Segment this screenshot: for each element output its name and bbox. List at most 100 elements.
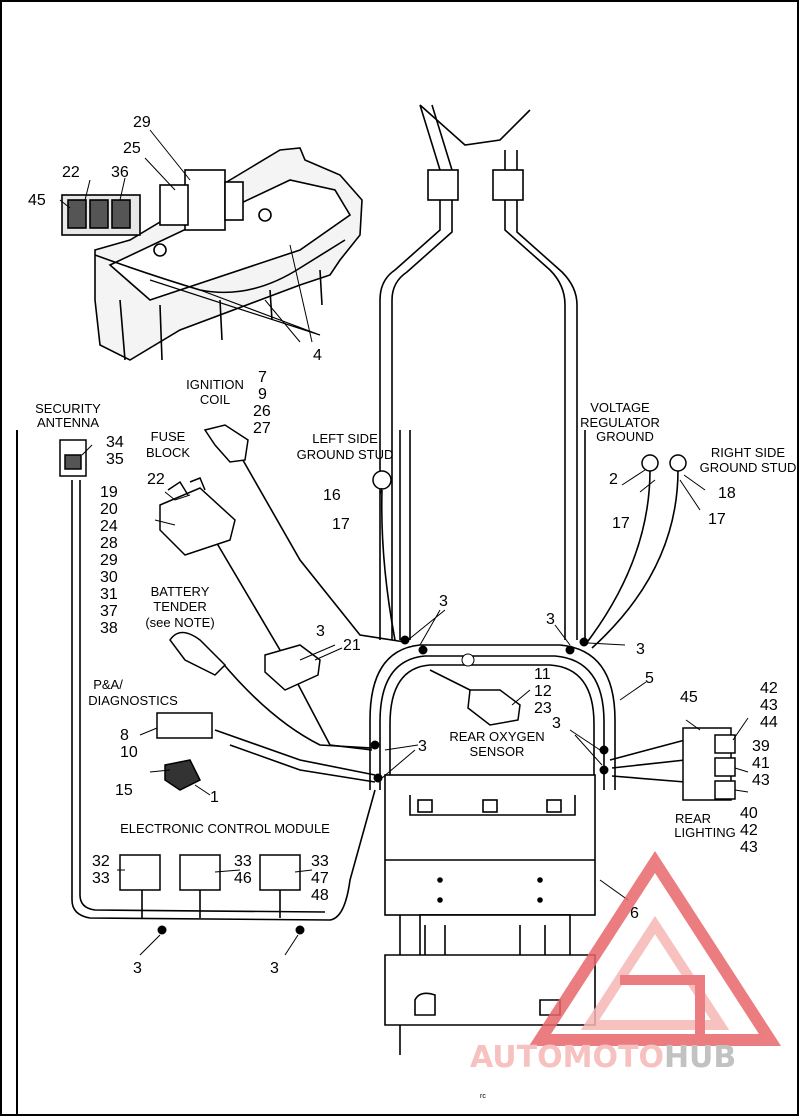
security-antenna-label-1: SECURITY bbox=[35, 401, 101, 416]
callout-10: 10 bbox=[120, 744, 138, 761]
rear-frame bbox=[384, 774, 596, 1026]
watermark: AUTOMOTOHUB bbox=[470, 850, 782, 1075]
labels: IGNITION COIL SECURITY ANTENNA FUSE BLOC… bbox=[35, 377, 796, 840]
callout-43c: 43 bbox=[740, 839, 758, 856]
fuse-block-label-2: BLOCK bbox=[146, 445, 190, 460]
rear-lighting-label-2: LIGHTING bbox=[674, 825, 735, 840]
callout-3-left-low: 3 bbox=[418, 738, 427, 755]
callout-45b: 45 bbox=[680, 689, 698, 706]
callout-2: 2 bbox=[609, 471, 618, 488]
right-ground-terminal-b bbox=[669, 454, 687, 472]
callout-36: 36 bbox=[111, 164, 129, 181]
callout-3-top-left: 3 bbox=[439, 593, 448, 610]
callout-1: 1 bbox=[210, 789, 219, 806]
left-ground-label-2: GROUND STUD bbox=[297, 447, 394, 462]
ignition-coil-connector bbox=[203, 424, 249, 463]
callout-28: 28 bbox=[100, 535, 118, 552]
callout-15: 15 bbox=[115, 782, 133, 799]
callout-33c: 33 bbox=[311, 853, 329, 870]
callout-3-top-right-a: 3 bbox=[546, 611, 555, 628]
callout-17c: 17 bbox=[708, 511, 726, 528]
callout-41: 41 bbox=[752, 755, 770, 772]
callout-35: 35 bbox=[106, 451, 124, 468]
pa-diagnostics-label-2: DIAGNOSTICS bbox=[88, 693, 178, 708]
callout-17a: 17 bbox=[332, 516, 350, 533]
callout-3-right: 3 bbox=[552, 715, 561, 732]
callout-12: 12 bbox=[534, 683, 552, 700]
callout-42b: 42 bbox=[740, 822, 758, 839]
callout-30: 30 bbox=[100, 569, 118, 586]
battery-tender-label-3: (see NOTE) bbox=[145, 615, 214, 630]
ignition-coil-label-1: IGNITION bbox=[186, 377, 244, 392]
footer-mark: rc bbox=[480, 1093, 486, 1100]
rear-oxygen-label-2: SENSOR bbox=[470, 744, 525, 759]
callout-5: 5 bbox=[645, 670, 654, 687]
callout-3-top-right-b: 3 bbox=[636, 641, 645, 658]
leader-lines bbox=[81, 244, 749, 956]
callout-34: 34 bbox=[106, 434, 124, 451]
watermark-logo-outer bbox=[528, 850, 782, 1046]
left-ground-label-1: LEFT SIDE bbox=[312, 431, 378, 446]
fuse-block-inset bbox=[59, 129, 363, 361]
right-ground-terminal-a bbox=[641, 454, 659, 472]
callout-3-bottom-left: 3 bbox=[133, 960, 142, 977]
callout-27: 27 bbox=[253, 420, 271, 437]
pa-diagnostics-label-1: P&A/ bbox=[93, 677, 123, 692]
callout-9: 9 bbox=[258, 386, 267, 403]
voltage-regulator-label-3: GROUND bbox=[596, 429, 654, 444]
callout-19: 19 bbox=[100, 484, 118, 501]
security-antenna-label-2: ANTENNA bbox=[37, 415, 99, 430]
callout-43b: 43 bbox=[752, 772, 770, 789]
callout-8: 8 bbox=[120, 727, 129, 744]
voltage-regulator-label-1: VOLTAGE bbox=[590, 400, 650, 415]
fuse-block-label-1: FUSE bbox=[151, 429, 186, 444]
rear-lighting-label-1: REAR bbox=[675, 811, 711, 826]
left-ground-terminal bbox=[372, 470, 392, 490]
callout-37: 37 bbox=[100, 603, 118, 620]
callout-3-mid: 3 bbox=[316, 623, 325, 640]
watermark-text: AUTOMOTOHUB bbox=[470, 1040, 736, 1075]
ecm-connector-mid bbox=[179, 854, 221, 891]
diagnostic-connector bbox=[164, 759, 202, 791]
right-ground-label-2: GROUND STUD bbox=[700, 460, 797, 475]
battery-tender-label-1: BATTERY bbox=[151, 584, 210, 599]
ecm-connector-left bbox=[119, 854, 161, 891]
callout-23: 23 bbox=[534, 700, 552, 717]
pa-connector bbox=[156, 712, 213, 739]
main-harness bbox=[71, 454, 686, 1055]
callout-40: 40 bbox=[740, 805, 758, 822]
battery-tender-connector bbox=[169, 631, 227, 676]
callout-25: 25 bbox=[123, 140, 141, 157]
callout-16: 16 bbox=[323, 487, 341, 504]
callouts: 7 9 26 27 34 35 19 20 24 28 29 30 31 37 … bbox=[92, 369, 778, 977]
battery-tender-label-2: TENDER bbox=[153, 599, 206, 614]
ecm-connector-right bbox=[259, 854, 301, 891]
ecm-label: ELECTRONIC CONTROL MODULE bbox=[120, 821, 330, 836]
frame-tubes bbox=[379, 104, 586, 640]
relay bbox=[264, 644, 321, 691]
callout-48: 48 bbox=[311, 887, 329, 904]
voltage-regulator-label-2: REGULATOR bbox=[580, 415, 660, 430]
callout-29: 29 bbox=[133, 114, 151, 131]
callout-26: 26 bbox=[253, 403, 271, 420]
callout-33a: 33 bbox=[92, 870, 110, 887]
callout-17b: 17 bbox=[612, 515, 630, 532]
callout-33b: 33 bbox=[234, 853, 252, 870]
callout-42a: 42 bbox=[760, 680, 778, 697]
callout-31: 31 bbox=[100, 586, 118, 603]
callout-20: 20 bbox=[100, 501, 118, 518]
callout-7: 7 bbox=[258, 369, 267, 386]
callout-22b: 22 bbox=[147, 471, 165, 488]
callout-22: 22 bbox=[62, 164, 80, 181]
right-ground-label-1: RIGHT SIDE bbox=[711, 445, 785, 460]
oxygen-sensor-connector bbox=[467, 689, 521, 726]
fuse-block bbox=[159, 487, 236, 556]
callout-11: 11 bbox=[534, 666, 551, 683]
callout-21: 21 bbox=[343, 637, 361, 654]
callout-32: 32 bbox=[92, 853, 110, 870]
callout-6: 6 bbox=[630, 905, 639, 922]
callout-29b: 29 bbox=[100, 552, 118, 569]
callout-47: 47 bbox=[311, 870, 329, 887]
